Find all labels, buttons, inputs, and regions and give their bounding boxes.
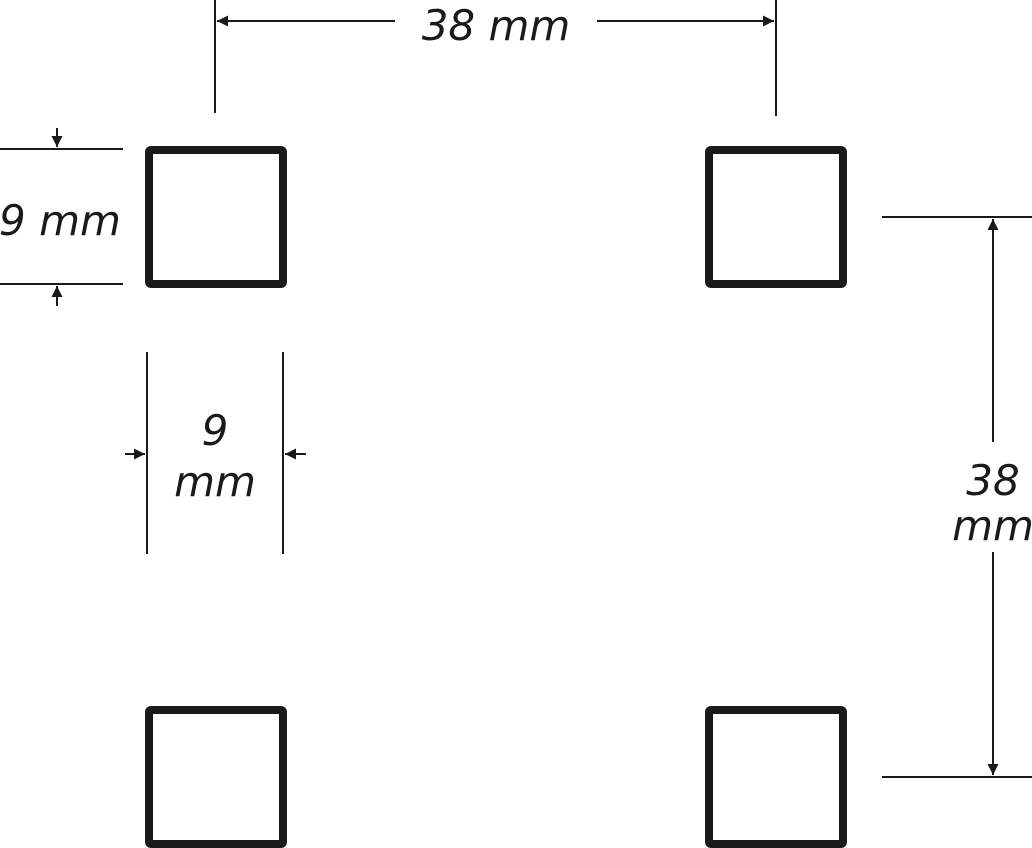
square-top-right	[705, 146, 847, 288]
square-bottom-left	[145, 706, 287, 848]
horizontal-spacing-dimension: 38 mm	[214, 0, 777, 116]
vertical-spacing-unit: mm	[952, 501, 1032, 550]
square-width-value: 9	[202, 406, 229, 455]
square-bottom-right	[705, 706, 847, 848]
vertical-spacing-value: 38	[966, 456, 1019, 505]
square-height-dimension: 9 mm	[0, 128, 123, 306]
square-width-unit: mm	[174, 457, 256, 506]
vertical-spacing-dimension: 38 mm	[882, 216, 1032, 778]
square-top-left	[145, 146, 287, 288]
square-width-dimension: 9 mm	[125, 352, 306, 554]
square-height-label: 9 mm	[0, 196, 121, 245]
horizontal-spacing-label: 38 mm	[422, 1, 571, 50]
